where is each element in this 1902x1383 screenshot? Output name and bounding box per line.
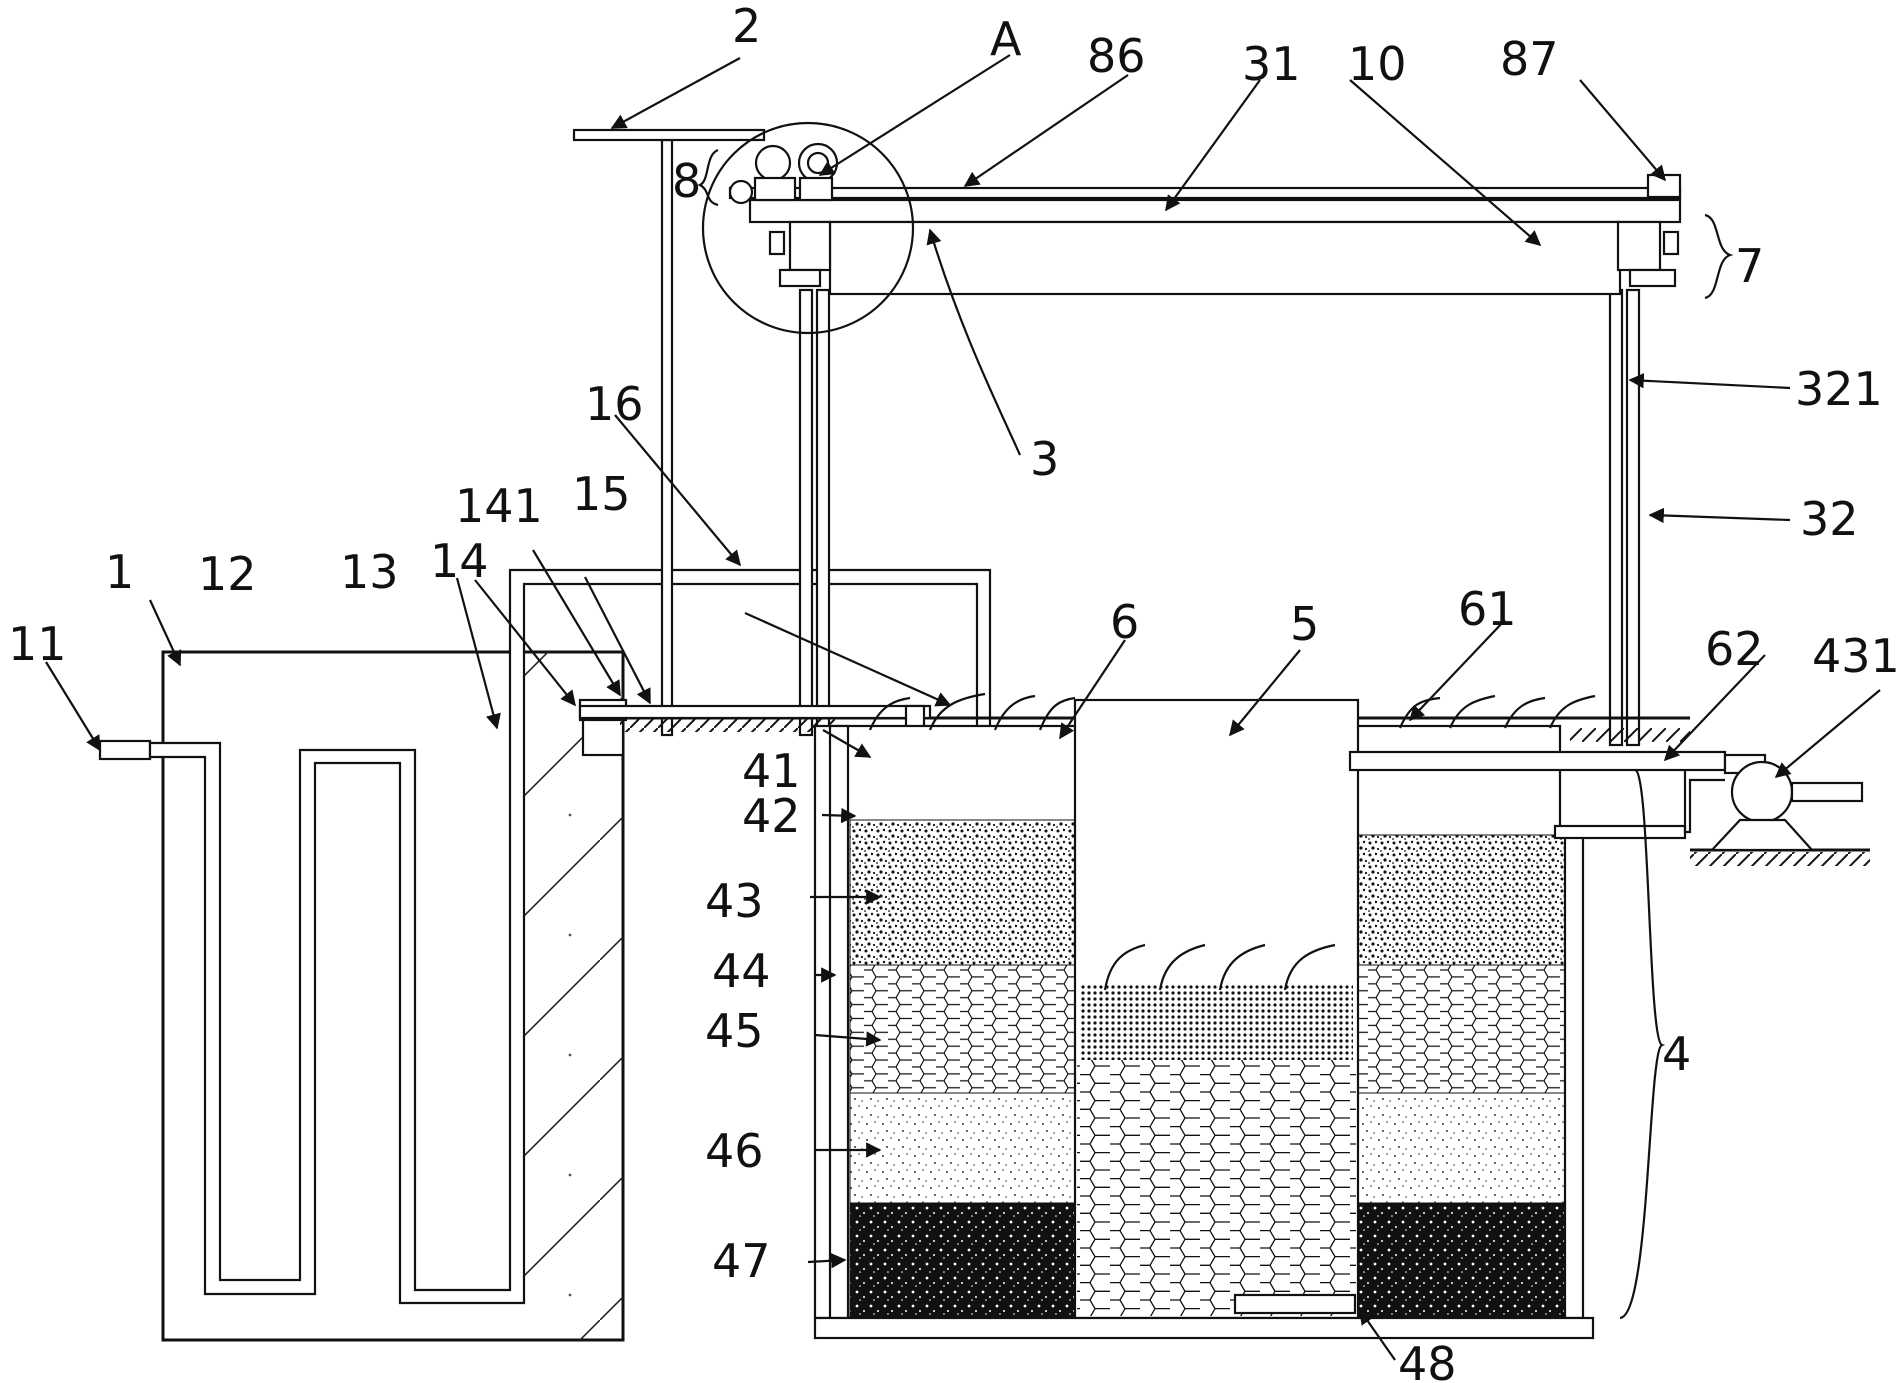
label-141: 141 — [455, 479, 543, 533]
label-1: 1 — [105, 545, 134, 599]
label-14: 14 — [430, 534, 489, 588]
label-13: 13 — [340, 545, 399, 599]
label-6: 6 — [1110, 595, 1139, 649]
label-a: A — [990, 12, 1022, 66]
label-321: 321 — [1795, 362, 1883, 416]
label-45: 45 — [705, 1004, 764, 1058]
label-11: 11 — [8, 617, 67, 671]
label-62: 62 — [1705, 622, 1764, 676]
label-12: 12 — [198, 547, 257, 601]
leader-lines — [45, 54, 1881, 1361]
label-4: 4 — [1662, 1027, 1691, 1081]
label-16: 16 — [585, 377, 644, 431]
label-31: 31 — [1242, 37, 1301, 91]
labels: 2 A 86 31 10 87 8 7 321 3 32 16 141 15 1… — [8, 0, 1900, 1383]
plants — [868, 692, 1596, 991]
label-44: 44 — [712, 944, 771, 998]
label-43: 43 — [705, 874, 764, 928]
filter-tank — [813, 698, 1864, 1340]
label-46: 46 — [705, 1124, 764, 1178]
label-5: 5 — [1290, 597, 1319, 651]
label-10: 10 — [1348, 37, 1407, 91]
label-47: 47 — [712, 1234, 771, 1288]
label-3: 3 — [1030, 432, 1059, 486]
label-32: 32 — [1800, 492, 1859, 546]
label-61: 61 — [1458, 582, 1517, 636]
label-7: 7 — [1735, 239, 1764, 293]
label-8: 8 — [672, 154, 701, 208]
pipe-15 — [578, 704, 932, 720]
top-rails — [701, 121, 1682, 335]
label-48: 48 — [1398, 1337, 1457, 1383]
detail-circle-a — [701, 121, 915, 335]
brace-4 — [1619, 768, 1666, 1320]
label-42: 42 — [742, 789, 801, 843]
label-431: 431 — [1812, 629, 1900, 683]
label-15: 15 — [572, 467, 631, 521]
label-87: 87 — [1500, 32, 1559, 86]
inlet-pipe — [98, 739, 152, 761]
label-86: 86 — [1087, 29, 1146, 83]
label-41: 41 — [742, 744, 801, 798]
label-2: 2 — [732, 0, 761, 53]
